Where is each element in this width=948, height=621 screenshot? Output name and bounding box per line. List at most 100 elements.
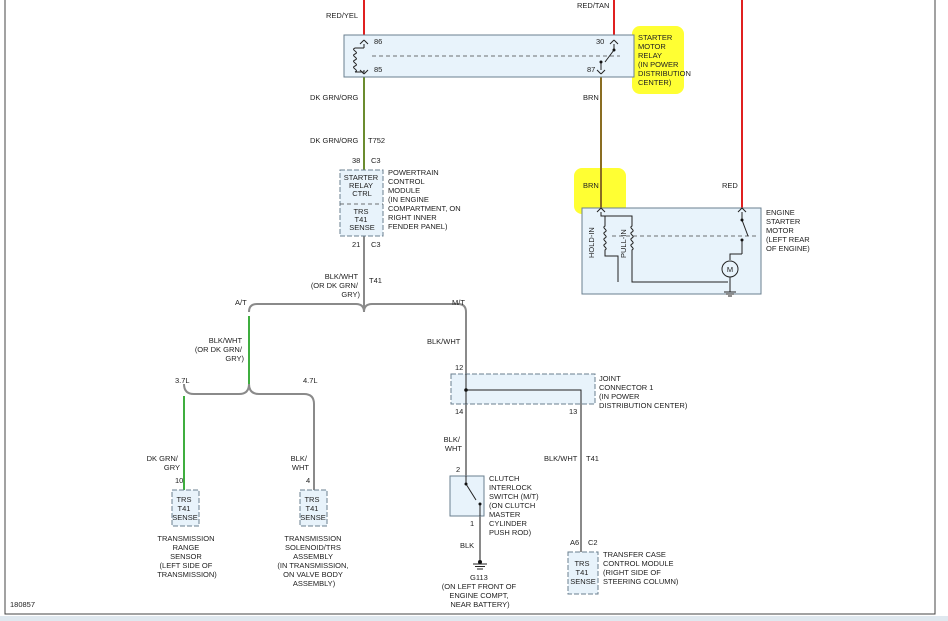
relay-label-line: STARTER xyxy=(638,33,673,42)
starter-motor-label-line: (LEFT REAR xyxy=(766,235,810,244)
relay-label-highlight xyxy=(632,26,684,94)
trs-sensor-pin: 10 xyxy=(175,476,183,485)
relay-label: STARTER MOTOR RELAY (IN POWER DISTRIBUTI… xyxy=(638,33,693,87)
wire-label-blk-wht-mt: BLK/WHT xyxy=(427,337,461,346)
tcm-inner-line: T41 xyxy=(575,568,588,577)
wire-label-line: GRY) xyxy=(225,354,244,363)
wire-label-line: BLK/ xyxy=(444,435,461,444)
pcm-inner-line: STARTER xyxy=(344,173,379,182)
solenoid-label-line: ON VALVE BODY xyxy=(283,570,343,579)
wire-split-at-mt xyxy=(248,303,467,374)
pcm-label: POWERTRAIN CONTROL MODULE (IN ENGINE COM… xyxy=(388,168,463,231)
wire-label-line: BLK/WHT xyxy=(209,336,243,345)
wire-label-dk-grn-org: DK GRN/ORG xyxy=(310,93,359,102)
wire-split-37-47 xyxy=(183,383,315,405)
starter-motor-label-line: MOTOR xyxy=(766,226,794,235)
joint-label-line: JOINT xyxy=(599,374,621,383)
wire-label-line: BLK/ xyxy=(291,454,308,463)
clutch-pin-2: 2 xyxy=(456,465,460,474)
joint-connector-label: JOINT CONNECTOR 1 (IN POWER DISTRIBUTION… xyxy=(599,374,688,410)
clutch-interlock-switch: 2 1 xyxy=(449,465,485,528)
clutch-label-line: PUSH ROD) xyxy=(489,528,532,537)
solenoid-inner-line: TRS xyxy=(304,495,319,504)
relay-label-line: CENTER) xyxy=(638,78,672,87)
joint-label-line: (IN POWER xyxy=(599,392,640,401)
solenoid-label-line: ASSEMBLY xyxy=(293,552,333,561)
trs-inner-line: SENSE xyxy=(172,513,197,522)
trs-label-line: TRANSMISSION) xyxy=(157,570,217,579)
ground-g113: G113 (ON LEFT FRONT OF ENGINE COMPT, NEA… xyxy=(442,560,518,609)
ground-label-line: (ON LEFT FRONT OF xyxy=(442,582,517,591)
starter-motor-relay: 86 85 30 87 xyxy=(343,34,635,78)
tcm-pin-a6: A6 xyxy=(570,538,579,547)
branch-label-at: A/T xyxy=(235,298,247,307)
wire-label-red-tan: RED/TAN xyxy=(577,1,609,10)
trs-label-line: TRANSMISSION xyxy=(157,534,214,543)
joint-pin-13: 13 xyxy=(569,407,577,416)
ground-label: (ON LEFT FRONT OF ENGINE COMPT, NEAR BAT… xyxy=(442,582,518,609)
starter-motor-label-line: STARTER xyxy=(766,217,801,226)
pcm-pin-21: 21 xyxy=(352,240,360,249)
clutch-label-line: SWITCH (M/T) xyxy=(489,492,539,501)
starter-motor-label-line: ENGINE xyxy=(766,208,795,217)
hold-in-label: HOLD-IN xyxy=(587,227,596,258)
transmission-solenoid-assembly: 4 TRS T41 SENSE TRANSMISSION SOLENOID/TR… xyxy=(277,476,350,588)
wire-label-blk-wht-47: BLK/ WHT xyxy=(291,454,310,472)
diagram-id: 180857 xyxy=(10,600,35,609)
clutch-label-line: INTERLOCK xyxy=(489,483,532,492)
motor-symbol: M xyxy=(727,265,733,274)
solenoid-label-line: SOLENOID/TRS xyxy=(285,543,341,552)
tcm-label-line: CONTROL MODULE xyxy=(603,559,674,568)
solenoid-label-line: ASSEMBLY) xyxy=(293,579,336,588)
pcm-inner-line: SENSE xyxy=(349,223,374,232)
clutch-label-line: MASTER xyxy=(489,510,521,519)
branch-label-37l: 3.7L xyxy=(175,376,190,385)
wire-label-line: WHT xyxy=(445,444,462,453)
relay-pin-87: 87 xyxy=(587,65,595,74)
ground-label-line: ENGINE COMPT, xyxy=(449,591,508,600)
transfer-case-control-module: A6 C2 TRS T41 SENSE xyxy=(567,538,599,595)
wire-label-line: (OR DK GRN/ xyxy=(311,281,359,290)
pcm-inner-line: CTRL xyxy=(352,189,372,198)
branch-label-mt: M/T xyxy=(452,298,465,307)
pcm-label-line: MODULE xyxy=(388,186,420,195)
tcm-label-line: TRANSFER CASE xyxy=(603,550,666,559)
solenoid-label: TRANSMISSION SOLENOID/TRS ASSEMBLY (IN T… xyxy=(277,534,350,588)
trs-label-line: SENSOR xyxy=(170,552,202,561)
wire-label-blk-wht-main: BLK/WHT (OR DK GRN/ GRY) xyxy=(311,272,361,299)
relay-label-line: MOTOR xyxy=(638,42,666,51)
wire-label-red-yel: RED/YEL xyxy=(326,11,358,20)
solenoid-inner: TRS T41 SENSE xyxy=(300,495,325,522)
pcm-inner-line: T41 xyxy=(354,215,367,224)
engine-starter-motor: M HOLD-IN PULL-IN xyxy=(581,207,762,297)
joint-connector-1: 12 14 13 xyxy=(450,363,596,416)
pull-in-label: PULL-IN xyxy=(619,229,628,258)
clutch-label-line: CLUTCH xyxy=(489,474,519,483)
solenoid-inner-line: T41 xyxy=(305,504,318,513)
tcm-inner-line: TRS xyxy=(574,559,589,568)
trs-sensor-inner: TRS T41 SENSE xyxy=(172,495,197,522)
diagram-frame xyxy=(4,0,936,615)
pcm-conn-c3: C3 xyxy=(371,156,381,165)
solenoid-label-line: (IN TRANSMISSION, xyxy=(277,561,348,570)
clutch-label-line: (ON CLUTCH xyxy=(489,501,535,510)
solenoid-label-line: TRANSMISSION xyxy=(284,534,341,543)
pcm-label-line: (IN ENGINE xyxy=(388,195,429,204)
wire-label-blk-wht-at: BLK/WHT (OR DK GRN/ GRY) xyxy=(195,336,245,363)
pcm-label-line: FENDER PANEL) xyxy=(388,222,448,231)
tcm-label: TRANSFER CASE CONTROL MODULE (RIGHT SIDE… xyxy=(603,550,679,586)
trs-sensor-label: TRANSMISSION RANGE SENSOR (LEFT SIDE OF … xyxy=(157,534,217,579)
tcm-label-line: STEERING COLUMN) xyxy=(603,577,679,586)
relay-label-line: DISTRIBUTION xyxy=(638,69,691,78)
pcm-inner-line: RELAY xyxy=(349,181,373,190)
solenoid-pin: 4 xyxy=(306,476,310,485)
bottom-scroll-strip xyxy=(0,616,948,621)
wire-label-brn: BRN xyxy=(583,93,599,102)
wire-label-blk: BLK xyxy=(460,541,474,550)
tcm-conn-c2: C2 xyxy=(588,538,598,547)
powertrain-control-module: 38 C3 21 C3 STARTER RELAY CTRL TRS T41 S… xyxy=(339,156,384,249)
wire-label-brn: BRN xyxy=(583,181,599,190)
wire-label-line: DK GRN/ xyxy=(147,454,179,463)
ground-name: G113 xyxy=(470,573,488,582)
pcm-label-line: CONTROL xyxy=(388,177,424,186)
